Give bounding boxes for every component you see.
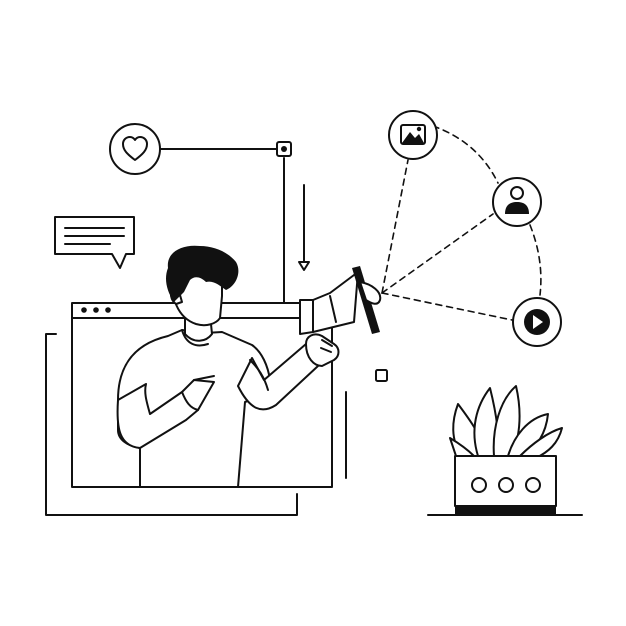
user-icon (492, 177, 542, 227)
planter-dots (471, 477, 541, 493)
back-window-frame (45, 333, 298, 516)
arrow-down-icon (298, 261, 310, 271)
person (116, 245, 340, 488)
play-icon (512, 297, 562, 347)
planter (427, 455, 583, 516)
browser-window-dots (81, 307, 111, 313)
small-square (375, 369, 388, 382)
network-lines (381, 125, 542, 321)
connector-lines (160, 141, 388, 479)
heart-icon (109, 123, 161, 175)
plant-icon (449, 385, 563, 459)
megaphone-icon (299, 266, 382, 335)
chat-bubble-icon (54, 216, 135, 269)
image-icon (388, 110, 438, 160)
